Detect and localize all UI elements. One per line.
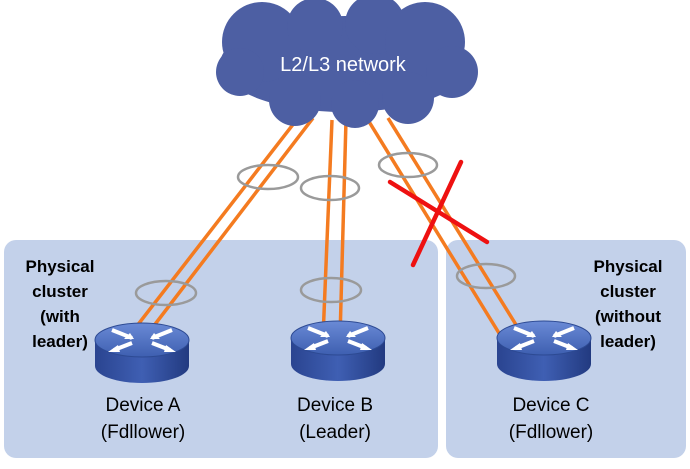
ring-c-top: [377, 151, 439, 179]
cluster-label-line: leader): [600, 332, 656, 351]
device-c-name: Device C: [512, 395, 589, 416]
device-c-role: (Fdllower): [509, 422, 593, 443]
cloud-icon: L2/L3 network: [216, 0, 478, 128]
ring-a-bottom: [134, 279, 198, 307]
router-icon: [93, 321, 191, 385]
device-a-name: Device A: [106, 395, 181, 416]
ring-b-top: [299, 174, 361, 202]
cluster-label-left: Physical cluster (with leader): [26, 257, 95, 351]
ring-c-bottom: [455, 262, 517, 290]
cluster-label-line: (with: [40, 307, 80, 326]
cluster-label-line: leader): [32, 332, 88, 351]
cluster-label-line: (without: [595, 307, 661, 326]
network-label: L2/L3 network: [280, 54, 407, 76]
device-a-role: (Fdllower): [101, 422, 185, 443]
cross-icon: [387, 159, 490, 268]
device-b-name: Device B: [297, 395, 373, 416]
ring-b-bottom: [299, 276, 363, 304]
cluster-label-right: Physical cluster (without leader): [594, 257, 663, 351]
ring-a-top: [236, 163, 300, 191]
device-b-role: (Leader): [299, 422, 371, 443]
cluster-label-line: cluster: [32, 282, 88, 301]
cluster-label-line: cluster: [600, 282, 656, 301]
link-c-2: [386, 117, 525, 337]
cluster-label-line: Physical: [26, 257, 95, 276]
aggregation-rings: [134, 151, 517, 307]
router-icon: [289, 319, 387, 383]
link-a-2: [141, 116, 315, 342]
physical-cluster-with-leader: [4, 240, 438, 458]
cluster-label-line: Physical: [594, 257, 663, 276]
router-icon: [495, 319, 593, 383]
